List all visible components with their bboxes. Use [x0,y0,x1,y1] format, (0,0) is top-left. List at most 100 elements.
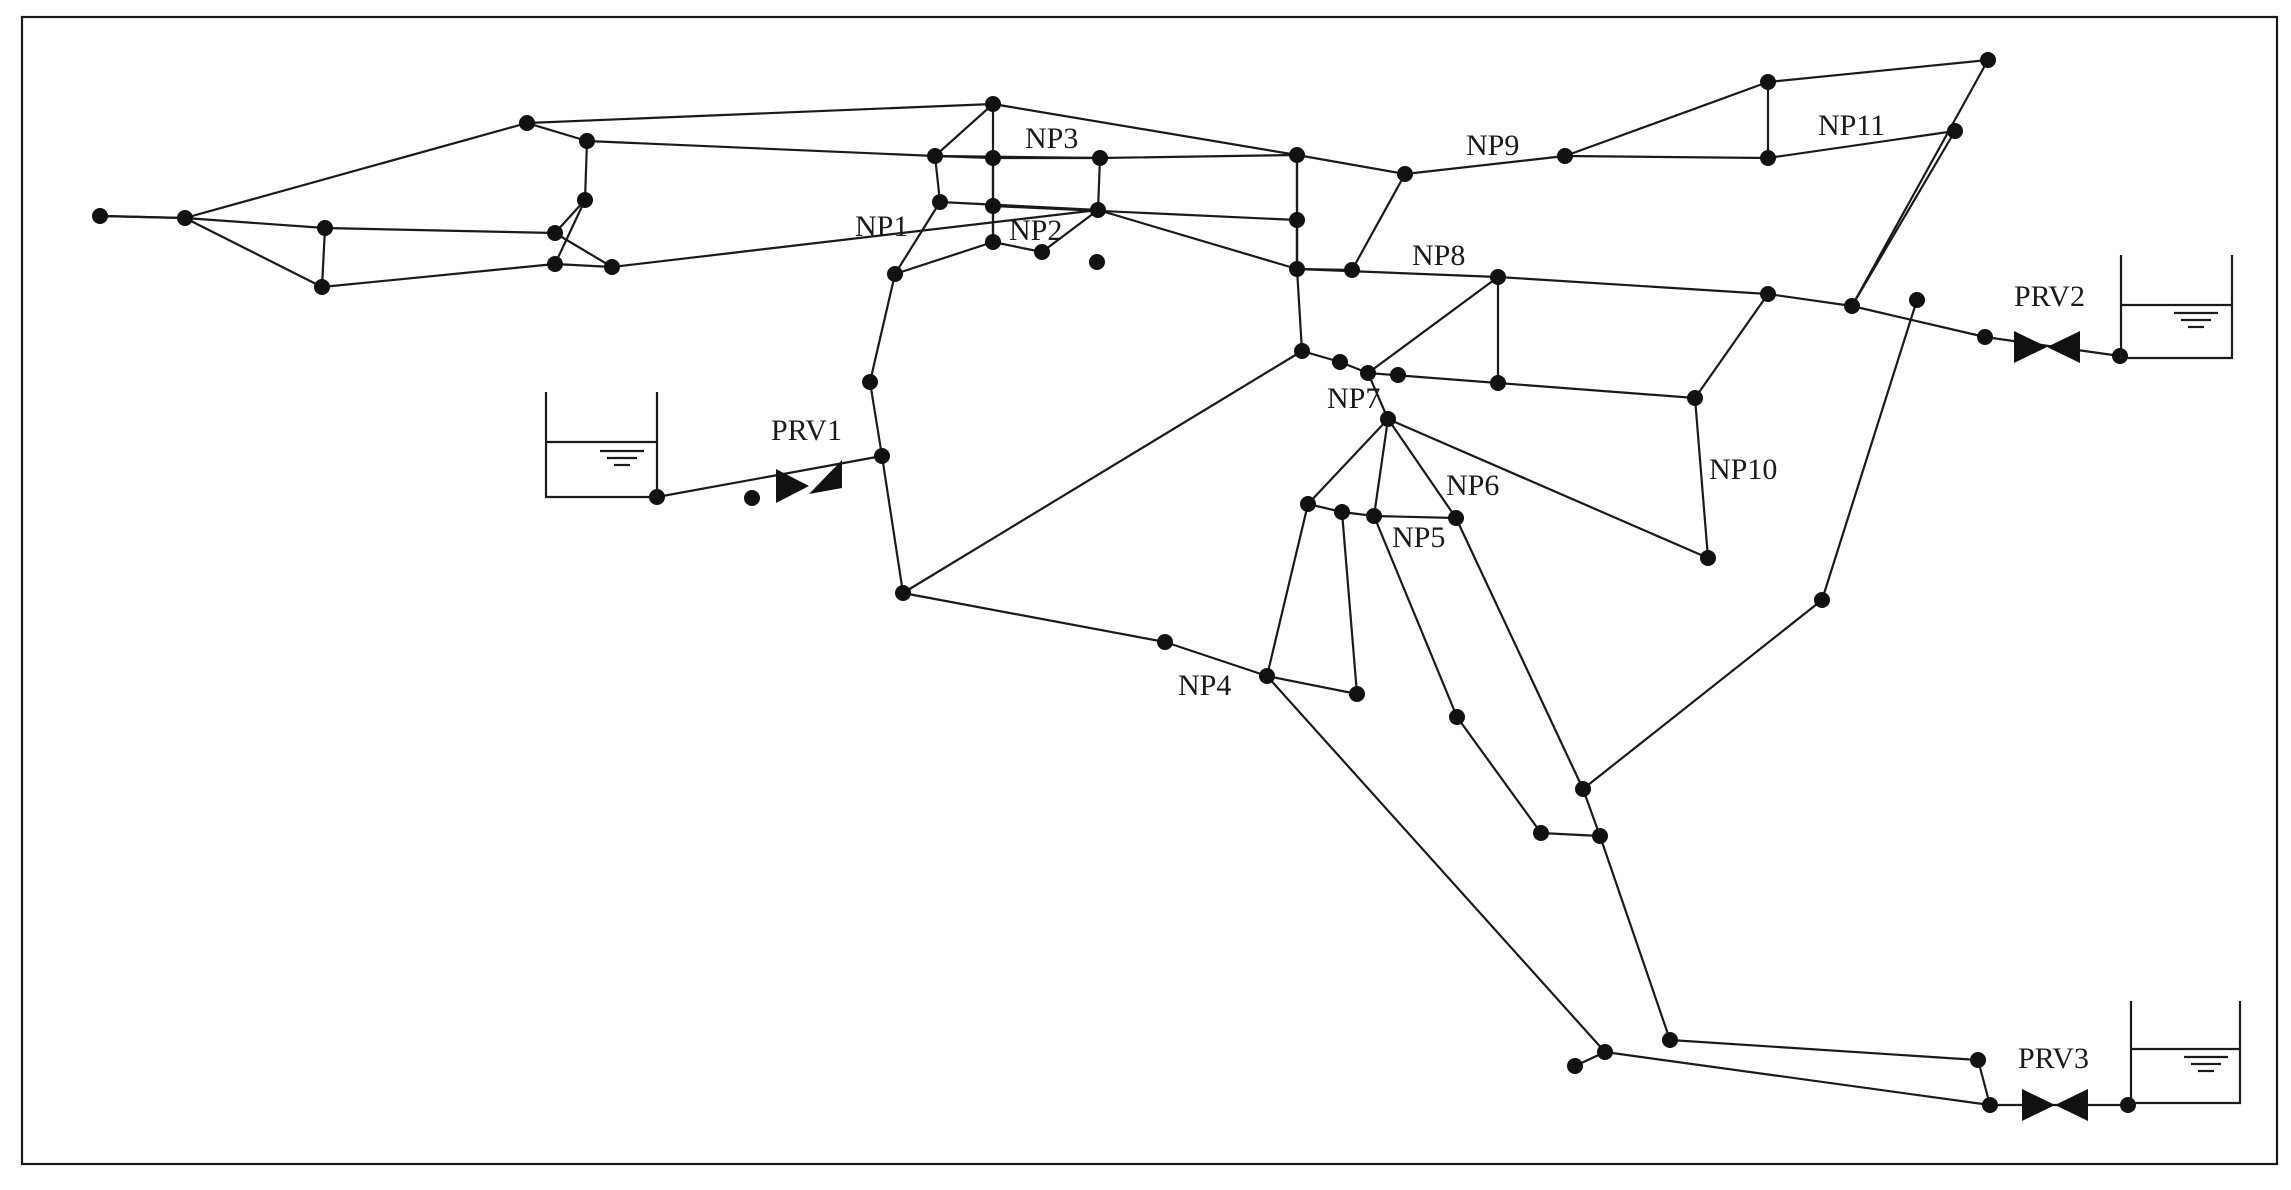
label-np6: NP6 [1446,469,1499,502]
junction-node [1300,496,1316,512]
junction-node [887,266,903,282]
pipe-segment [1850,129,1957,308]
pipe-segment [1340,510,1359,696]
pipe-segment [98,214,187,220]
pipe-segment [1265,674,1607,1054]
junction-node [317,220,333,236]
pipe-segment [933,102,995,158]
label-np8: NP8 [1412,239,1465,272]
junction-node [1366,508,1382,524]
junction-node [604,259,620,275]
label-np3: NP3 [1025,122,1078,155]
junction-node [1332,354,1348,370]
junction-node [519,115,535,131]
junction-node [1980,52,1996,68]
label-np1: NP1 [855,210,908,243]
junction-node [895,585,911,601]
pipe-segment [1372,514,1458,520]
junction-node [1397,166,1413,182]
pipe-segment [1386,417,1710,560]
junction-node [862,374,878,390]
junction-node [1760,74,1776,90]
pipe-segment [183,121,529,220]
junction-node [1760,150,1776,166]
pipe-segment [1040,208,1100,254]
junction-node [2120,1097,2136,1113]
junction-node [1390,367,1406,383]
pipe-segment [1668,1038,1980,1062]
junction-node [1259,668,1275,684]
junction-node [1360,365,1376,381]
pipe-segment [1366,371,1500,385]
junction-node [985,96,1001,112]
junction-node [1034,244,1050,260]
junction-node [1597,1044,1613,1060]
junction-node [1909,292,1925,308]
pipe-segment [320,226,327,289]
pipe-segment [893,240,995,276]
pipe-segment [1850,58,1990,308]
junction-node [1567,1058,1583,1074]
pipe-segment [1766,292,1854,308]
junction-node [1334,504,1350,520]
pipe-segment [1539,831,1602,838]
pipe-segment [868,272,897,384]
junction-node [1344,262,1360,278]
pipe-segment [1496,381,1697,400]
pipe-segment [553,198,587,266]
junction-node [1289,261,1305,277]
junction-node [1289,147,1305,163]
reservoir-1 [544,392,659,499]
pipe-segment [893,200,942,276]
junction-node [577,192,593,208]
pipe-segment [183,216,327,230]
pipe-segment [1563,154,1770,160]
pipe-segment [1306,417,1390,506]
pipe-segment [1403,154,1567,176]
junction-node [1294,343,1310,359]
pipe-segment [1563,80,1770,158]
pipe-segment [1693,396,1710,560]
pipe-segment [183,216,324,289]
junction-node [932,194,948,210]
junction-node [1092,150,1108,166]
junction-node [1157,634,1173,650]
pipe-segment [991,240,1044,254]
label-prv3: PRV3 [2018,1042,2089,1075]
junction-node [1947,123,1963,139]
pipe-segment [1350,172,1407,272]
pipe-segment [1693,292,1770,400]
pipe-segment [1096,156,1102,212]
reservoir-3 [2129,1001,2242,1105]
pipe-segment [1603,1050,1992,1107]
pipe-segment [1598,834,1672,1042]
pipe-segment [901,349,1304,595]
junction-node [927,148,943,164]
pipe-network [98,58,2130,1107]
junction-node [1380,411,1396,427]
junction-node [1970,1052,1986,1068]
junction-node [547,256,563,272]
junction-node [1844,298,1860,314]
diagram-border [20,15,2279,1166]
junction-node [1814,592,1830,608]
pipe-segment [1096,208,1299,271]
junction-node [1490,375,1506,391]
pipe-segment [1265,674,1359,696]
pipe-segment [1265,502,1310,678]
pipe-segment [868,380,884,458]
pipe-segment [1295,267,1304,353]
pipe-segment [1295,153,1407,176]
junction-node [92,208,108,224]
pipe-segment [901,591,1167,644]
junction-node [1449,709,1465,725]
pipe-segment [1766,58,1990,84]
junction-node [985,234,1001,250]
pipe-segment [1496,275,1770,296]
pipe-segment [320,262,557,289]
junction-node [1490,269,1506,285]
pipe-segment [553,262,614,269]
pipe-segment [1386,417,1458,520]
pipe-segment [1454,516,1585,791]
